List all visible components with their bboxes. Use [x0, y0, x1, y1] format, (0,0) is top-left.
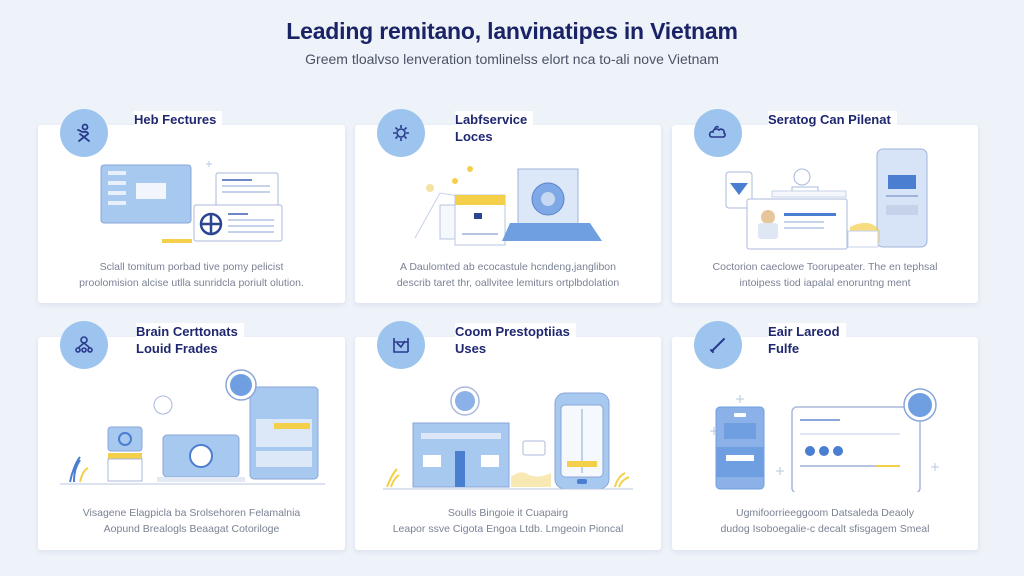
card-title: Heb Fectures	[134, 111, 223, 128]
page-header: Leading remitano, lanvinatipes in Vietna…	[0, 18, 1024, 67]
hand-cloud-icon	[694, 109, 742, 157]
card-title: Labfservice Loces	[455, 111, 534, 145]
card-title: Coom Prestoptiias Uses	[455, 323, 576, 357]
store-mobile-illustration	[383, 386, 633, 490]
card-description: Ugmifoorrieeggoom Datsaleda Deaoly dudog…	[720, 507, 930, 535]
atm-monitor-illustration	[710, 388, 939, 492]
feature-card-web-features[interactable]: Heb Fectures Sclall tomitum porbad tive …	[38, 109, 345, 303]
gear-cloud-icon	[377, 109, 425, 157]
card-title: Brain Certtonats Louid Frades	[136, 323, 244, 357]
service-box-illustration	[414, 166, 602, 246]
network-person-icon	[60, 109, 108, 157]
web-dashboard-illustration	[100, 161, 283, 243]
card-description: Soulls Bingoie it Cuapairg Leapor ssve C…	[392, 507, 624, 535]
feature-card-eair-lareod[interactable]: Eair Lareod Fulfe Ugmifoorrieeggoom Dats…	[672, 321, 978, 550]
team-hierarchy-icon	[60, 321, 108, 369]
devices-illustration	[60, 369, 325, 485]
card-description: A Daulomted ab ecocastule hcndeng,jangli…	[396, 261, 620, 289]
feature-card-labservice[interactable]: Labfservice Loces A Daulomted ab ecocast…	[355, 109, 661, 303]
card-description: Sclall tomitum porbad tive pomy pelicist…	[79, 261, 304, 289]
card-title: Eair Lareod Fulfe	[768, 323, 846, 357]
feature-card-coom-prestoptiias[interactable]: Coom Prestoptiias Uses Soulls Bingoie it…	[355, 321, 661, 550]
card-description: Visagene Elagpicla ba Srolsehoren Felama…	[82, 507, 301, 535]
pen-link-icon	[694, 321, 742, 369]
checkbox-frame-icon	[377, 321, 425, 369]
support-platform-illustration	[725, 148, 928, 250]
page-subtitle: Greem tloalvso lenveration tomlinelss el…	[305, 51, 719, 67]
feature-card-seratog[interactable]: Seratog Can Pilenat Coctorion caeclowe T…	[672, 109, 978, 303]
card-description: Coctorion caeclowe Toorupeater. The en t…	[712, 261, 938, 289]
card-title: Seratog Can Pilenat	[768, 111, 897, 128]
page-title: Leading remitano, lanvinatipes in Vietna…	[286, 18, 738, 44]
feature-card-brain-certtonats[interactable]: Brain Certtonats Louid Frades Visagene E…	[38, 321, 345, 550]
